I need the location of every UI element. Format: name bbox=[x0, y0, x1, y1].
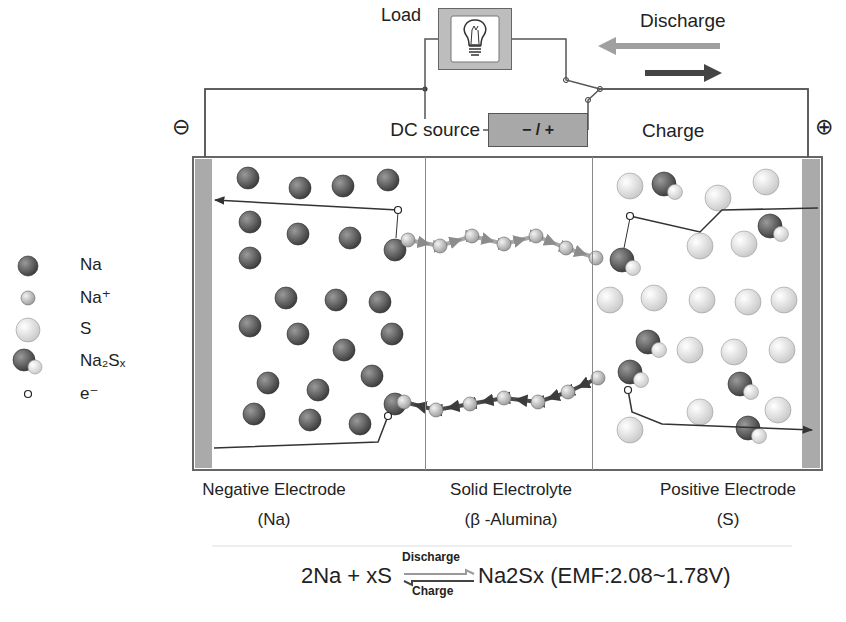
legend-sample bbox=[8, 282, 52, 314]
legend-sample bbox=[8, 346, 52, 378]
legend-text: S bbox=[80, 319, 91, 339]
load-box: Load bbox=[438, 8, 512, 70]
reaction-reactants: 2Na + xS bbox=[200, 563, 392, 589]
legend-text: Na⁺ bbox=[80, 287, 111, 308]
terminal-sign: ⊖ bbox=[172, 114, 190, 140]
mode-label: Charge bbox=[642, 120, 704, 142]
reaction-direction: Discharge bbox=[402, 550, 460, 564]
terminal-sign: ⊕ bbox=[815, 114, 833, 140]
load-label: Load bbox=[381, 5, 421, 26]
mode-label: Discharge bbox=[640, 10, 726, 32]
dc-source-label: DC source bbox=[387, 119, 483, 141]
legend-item: Na⁺ bbox=[8, 282, 158, 314]
reaction-direction: Charge bbox=[412, 584, 453, 598]
reaction-product: Na2Sx (EMF:2.08~1.78V) bbox=[478, 563, 731, 589]
electrode-material: (S) bbox=[608, 510, 846, 530]
legend-item: Na₂Sₓ bbox=[8, 346, 158, 378]
electrode-name: Solid Electrolyte bbox=[391, 480, 631, 500]
positive-electrode: Positive Electrode(S) bbox=[593, 157, 820, 470]
circuit-wire bbox=[588, 89, 808, 157]
electrode-material: (β -Alumina) bbox=[391, 510, 631, 530]
polarity-text: − / + bbox=[489, 121, 587, 139]
bulb-icon bbox=[445, 14, 505, 64]
legend-item: Na bbox=[8, 250, 158, 282]
dc-source-box: DC source− / + bbox=[488, 113, 588, 147]
electrode-name: Negative Electrode bbox=[154, 480, 394, 500]
legend: NaNa⁺ S Na₂Sₓ e⁻ bbox=[8, 250, 158, 410]
legend-sample bbox=[8, 250, 52, 282]
legend-text: e⁻ bbox=[80, 383, 98, 404]
electrode-material: (Na) bbox=[154, 510, 394, 530]
legend-text: Na bbox=[80, 255, 102, 275]
negative-electrode: Negative Electrode(Na) bbox=[195, 157, 425, 470]
solid-electrolyte: Solid Electrolyte(β -Alumina) bbox=[425, 157, 593, 470]
legend-item: e⁻ bbox=[8, 378, 158, 410]
legend-text: Na₂Sₓ bbox=[80, 351, 125, 371]
legend-item: S bbox=[8, 314, 158, 346]
electrode-name: Positive Electrode bbox=[608, 480, 846, 500]
legend-sample bbox=[8, 378, 52, 410]
circuit-wire bbox=[205, 89, 488, 157]
legend-sample bbox=[8, 314, 52, 346]
